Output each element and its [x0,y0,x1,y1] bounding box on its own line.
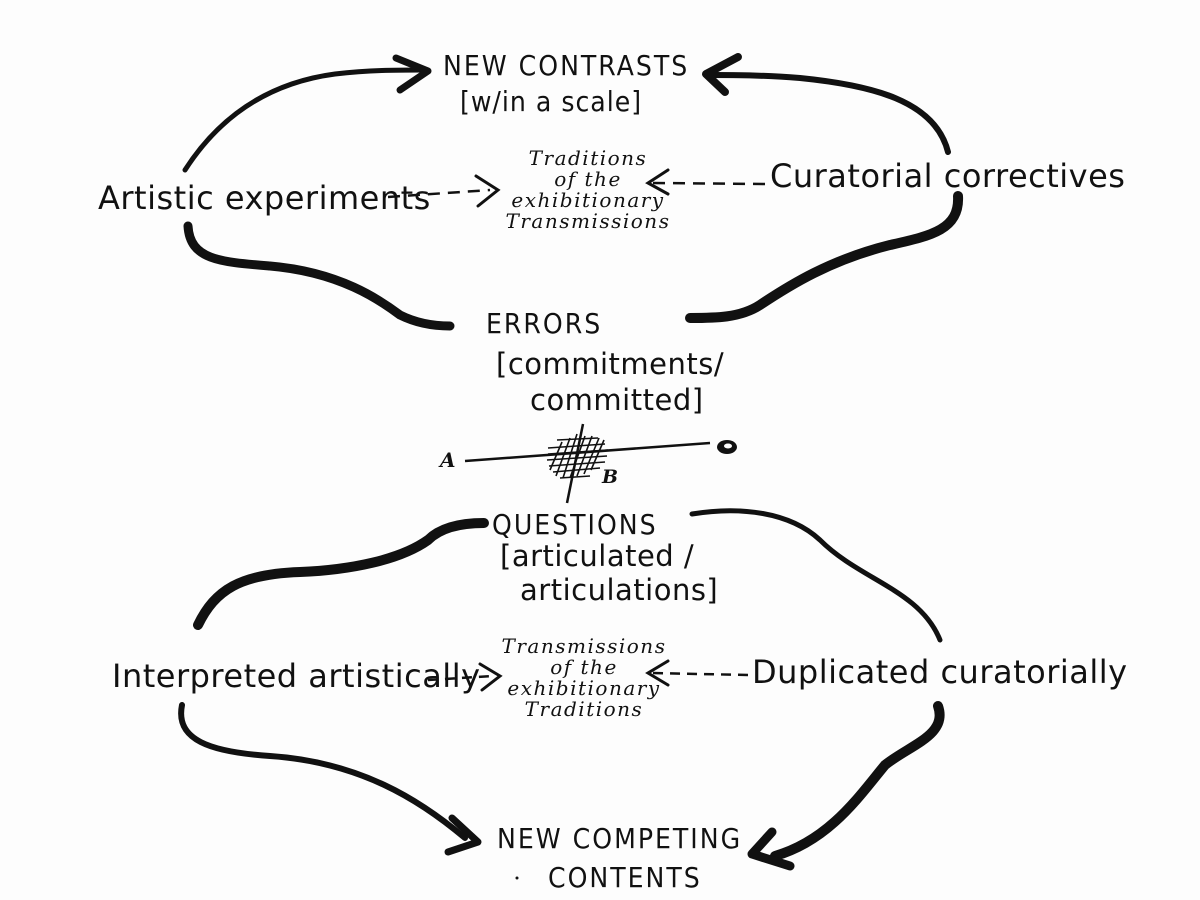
dashed-arrowhead-upper-left [474,174,501,208]
point-label-a: A [440,448,456,472]
transmissions-of-exhibitionary-traditions: Transmissions of the exhibitionary Tradi… [494,636,674,720]
upper-center-line-4: Transmissions [505,209,671,233]
errors-line-1: [commitments/ [496,347,725,381]
lower-center-line-3: exhibitionary [507,676,661,700]
questions-title: QUESTIONS [492,508,658,541]
new-competing-line-2: CONTENTS [548,861,702,894]
dashed-arrowhead-upper-right [645,168,670,196]
new-contrasts-title: NEW CONTRASTS [443,49,690,82]
curve-artistic-to-new-contrasts [182,67,428,173]
questions-line-2: articulations] [520,573,719,607]
new-contrasts-subtitle: [w/in a scale] [460,85,643,118]
arrowhead-competing-right [747,827,795,871]
curve-artistic-to-errors [183,221,455,331]
stray-dot [515,876,519,880]
curve-curatorial-to-errors [685,191,964,323]
lower-center-line-2: of the [550,655,618,679]
artistic-experiments-label: Artistic experiments [98,179,431,217]
curve-duplicated-to-competing [770,701,945,861]
point-label-b-mid: B [602,466,619,488]
dashed-arrow-artistic-to-traditions [387,188,491,199]
curve-curatorial-to-new-contrasts [709,72,951,155]
curve-questions-to-duplicated [689,508,943,643]
interpreted-artistically-label: Interpreted artistically [112,657,481,695]
upper-center-line-3: exhibitionary [511,188,665,212]
new-competing-line-1: NEW COMPETING [497,822,743,855]
hatched-intersection [546,433,609,479]
dashed-arrowhead-lower-right [645,659,670,687]
upper-center-line-1: Traditions [528,146,648,170]
lower-center-line-1: Transmissions [501,634,667,658]
point-b-end-inner [724,443,732,449]
dashed-arrowhead-lower-left [478,662,503,692]
arrowhead-new-contrasts-right [702,53,742,96]
errors-line-2: committed] [530,383,704,417]
point-label-b-end: B [748,434,749,435]
duplicated-curatorially-label: Duplicated curatorially [752,653,1128,691]
arrowhead-competing-left [444,814,482,856]
errors-title: ERRORS [486,307,603,340]
upper-center-line-2: of the [554,167,622,191]
curve-interpreted-to-competing [178,702,468,841]
traditions-of-exhibitionary-transmissions: Traditions of the exhibitionary Transmis… [498,148,678,232]
dashed-arrow-interpreted-to-transmissions [427,674,494,682]
arrowhead-new-contrasts-left [392,54,432,94]
lower-center-line-4: Traditions [524,697,644,721]
curve-questions-to-interpreted [193,518,489,630]
questions-line-1: [articulated / [500,539,695,573]
curatorial-correctives-label: Curatorial correctives [770,157,1126,195]
